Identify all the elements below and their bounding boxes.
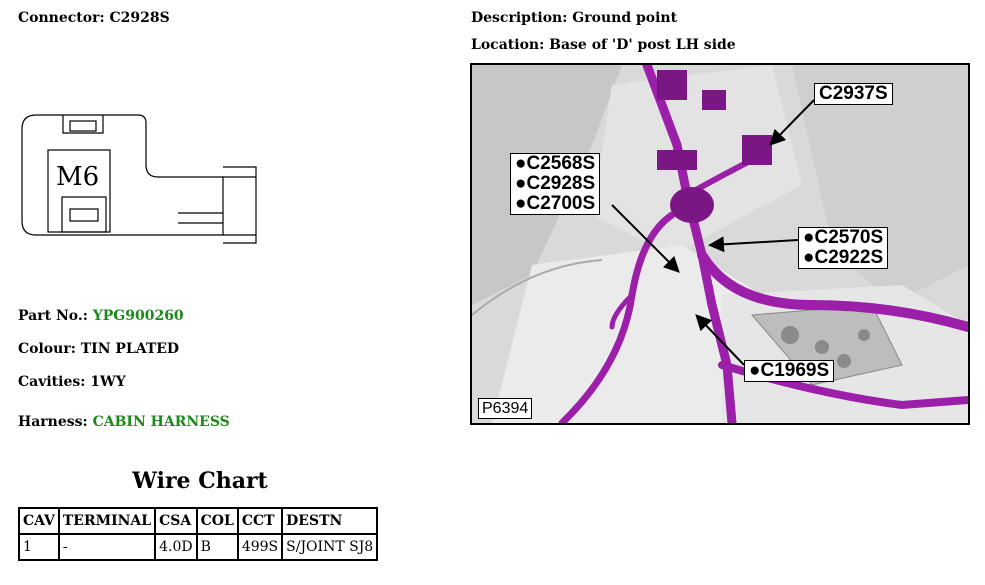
- stud-size-label: M6: [56, 162, 99, 192]
- header-cav: CAV: [18, 507, 60, 535]
- callout-group-right: ●C2570S ●C2922S: [798, 227, 889, 269]
- part-no-key: Part No.:: [18, 308, 88, 324]
- connector-key: Connector:: [18, 10, 105, 26]
- cavities-value: 1WY: [90, 374, 126, 390]
- location-label: Location: Base of 'D' post LH side: [471, 37, 736, 53]
- cell-terminal: -: [57, 533, 157, 561]
- cell-csa: 4.0D: [154, 533, 198, 561]
- header-col: COL: [195, 507, 239, 535]
- description-key: Description:: [471, 10, 568, 26]
- ring-terminal-drawing: M6: [21, 114, 257, 244]
- header-csa: CSA: [154, 507, 198, 535]
- vehicle-body-illustration: [472, 65, 968, 423]
- cell-destn: S/JOINT SJ8: [281, 533, 379, 561]
- location-illustration: C2937S ●C2568S ●C2928S ●C2700S ●C2570S ●…: [470, 63, 970, 425]
- callout-c1969s: ●C1969S: [744, 360, 835, 382]
- cell-cct: 499S: [236, 533, 284, 561]
- callout-c2937s: C2937S: [814, 83, 893, 105]
- connector-value: C2928S: [109, 10, 170, 26]
- wire-chart-table: CAV TERMINAL CSA COL CCT DESTN 1 - 4.0D …: [18, 507, 379, 561]
- callout-c2922s: ●C2922S: [803, 247, 884, 268]
- colour-value: TIN PLATED: [80, 341, 180, 357]
- connector-label: Connector: C2928S: [18, 10, 170, 26]
- header-cct: CCT: [236, 507, 284, 535]
- callout-c2928s: ●C2928S: [515, 173, 596, 194]
- harness-key: Harness:: [18, 414, 88, 430]
- part-no-link[interactable]: YPG900260: [92, 308, 184, 324]
- colour-key: Colour:: [18, 341, 76, 357]
- callout-c2568s: ●C2568S: [515, 153, 596, 174]
- harness-row: Harness: CABIN HARNESS: [18, 414, 230, 430]
- cell-col: B: [195, 533, 239, 561]
- location-key: Location:: [471, 37, 545, 53]
- cavities-row: Cavities: 1WY: [18, 374, 126, 390]
- callout-group-left: ●C2568S ●C2928S ●C2700S: [510, 153, 601, 215]
- header-terminal: TERMINAL: [57, 507, 157, 535]
- header-destn: DESTN: [281, 507, 379, 535]
- colour-row: Colour: TIN PLATED: [18, 341, 179, 357]
- callout-c2700s: ●C2700S: [515, 193, 596, 214]
- table-row: 1 - 4.0D B 499S S/JOINT SJ8: [18, 533, 379, 561]
- figure-id: P6394: [478, 398, 533, 419]
- part-no-row: Part No.: YPG900260: [18, 308, 184, 324]
- harness-link[interactable]: CABIN HARNESS: [92, 414, 230, 430]
- location-value: Base of 'D' post LH side: [549, 37, 736, 53]
- cavities-key: Cavities:: [18, 374, 86, 390]
- wire-chart-title: Wire Chart: [132, 468, 268, 494]
- description-label: Description: Ground point: [471, 10, 677, 26]
- description-value: Ground point: [572, 10, 678, 26]
- cell-cav: 1: [18, 533, 60, 561]
- wire-chart-header-row: CAV TERMINAL CSA COL CCT DESTN: [18, 507, 379, 535]
- callout-arrows: [611, 99, 815, 366]
- callout-c2570s: ●C2570S: [803, 227, 884, 248]
